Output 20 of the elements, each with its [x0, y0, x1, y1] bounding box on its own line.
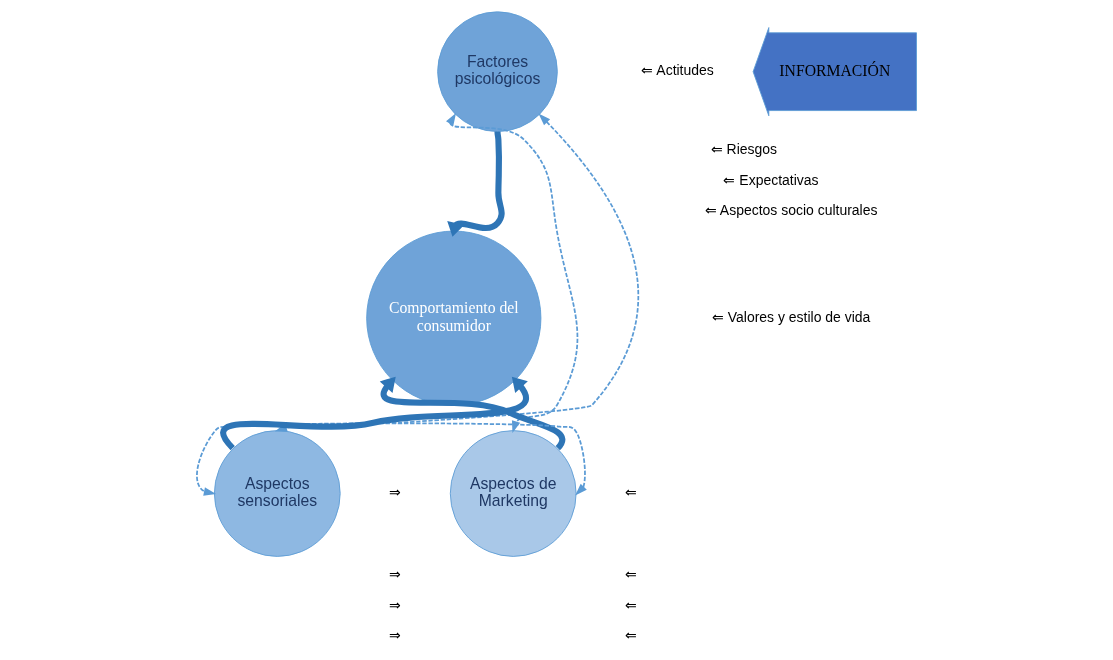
node-circle: Aspectos sensoriales — [213, 430, 341, 557]
label: ⇒ — [389, 565, 402, 582]
label: ⇐ — [625, 565, 638, 582]
node-circle: Factores psicológicos — [437, 11, 558, 132]
label: ⇐ — [625, 483, 638, 500]
label: ⇐ — [625, 627, 638, 644]
arrow — [379, 376, 566, 450]
label: ⇐ — [625, 596, 638, 613]
label: ⇒ — [389, 596, 402, 613]
label: ⇒ — [389, 627, 402, 644]
label: ⇒ — [389, 483, 402, 500]
label: ⇐ Expectativas — [723, 171, 819, 188]
arrow — [447, 131, 505, 237]
label: ⇐ Riesgos — [710, 141, 778, 158]
arrow — [446, 113, 579, 434]
label: ⇐ Aspectos socio culturales — [704, 202, 878, 219]
label: ⇐ Actitudes — [641, 62, 714, 79]
node-circle: Aspectos de Marketing — [449, 430, 577, 557]
label: ⇐ Valores y estilo de vida — [711, 308, 871, 325]
arrow — [220, 376, 529, 450]
